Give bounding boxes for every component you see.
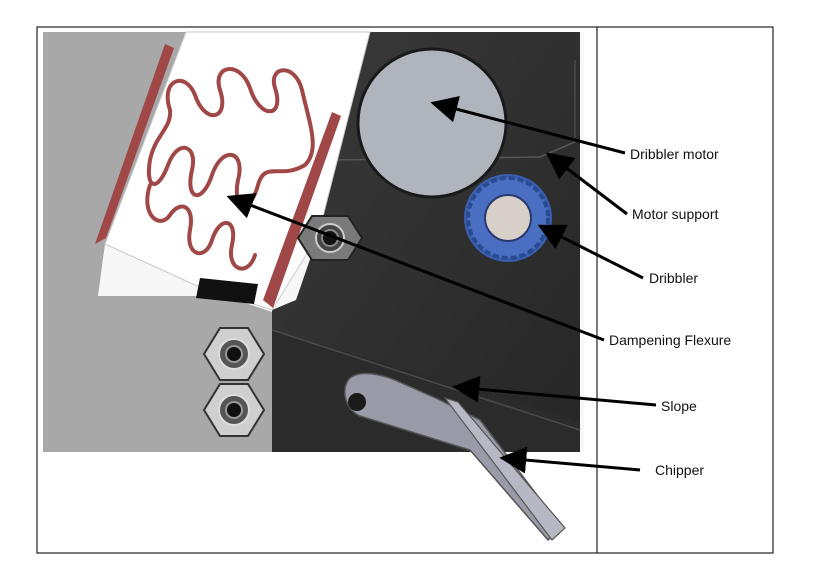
dribbler-motor-disc (356, 47, 508, 199)
arrow-dribbler (537, 224, 644, 280)
arrow-chipper (499, 446, 641, 474)
hex-nut-left-1 (202, 327, 266, 381)
hex-nut-upper (296, 215, 364, 261)
arrow-motor-support (545, 152, 628, 216)
dribbler-roller (464, 174, 552, 262)
label-dribbler: Dribbler (649, 270, 698, 286)
label-chipper: Chipper (655, 462, 704, 478)
arrow-dampening-flexure (226, 193, 605, 342)
label-slope: Slope (661, 398, 697, 414)
label-dribbler-motor: Dribbler motor (630, 146, 719, 162)
render-area (43, 31, 584, 542)
lower-body (272, 330, 580, 452)
label-motor-support: Motor support (632, 206, 718, 222)
hex-nut-left-2 (202, 383, 266, 437)
flexure-strip-left (95, 44, 174, 244)
callout-arrows (226, 96, 657, 474)
chipper-pivot (348, 393, 366, 411)
arrow-slope (452, 375, 657, 407)
flexure-strip-right (263, 112, 341, 308)
arrow-dribbler-motor (430, 96, 626, 155)
flexure-block (196, 278, 258, 304)
dampening-flexure-serpentine (145, 67, 315, 271)
label-dampening-flexure: Dampening Flexure (609, 332, 731, 348)
